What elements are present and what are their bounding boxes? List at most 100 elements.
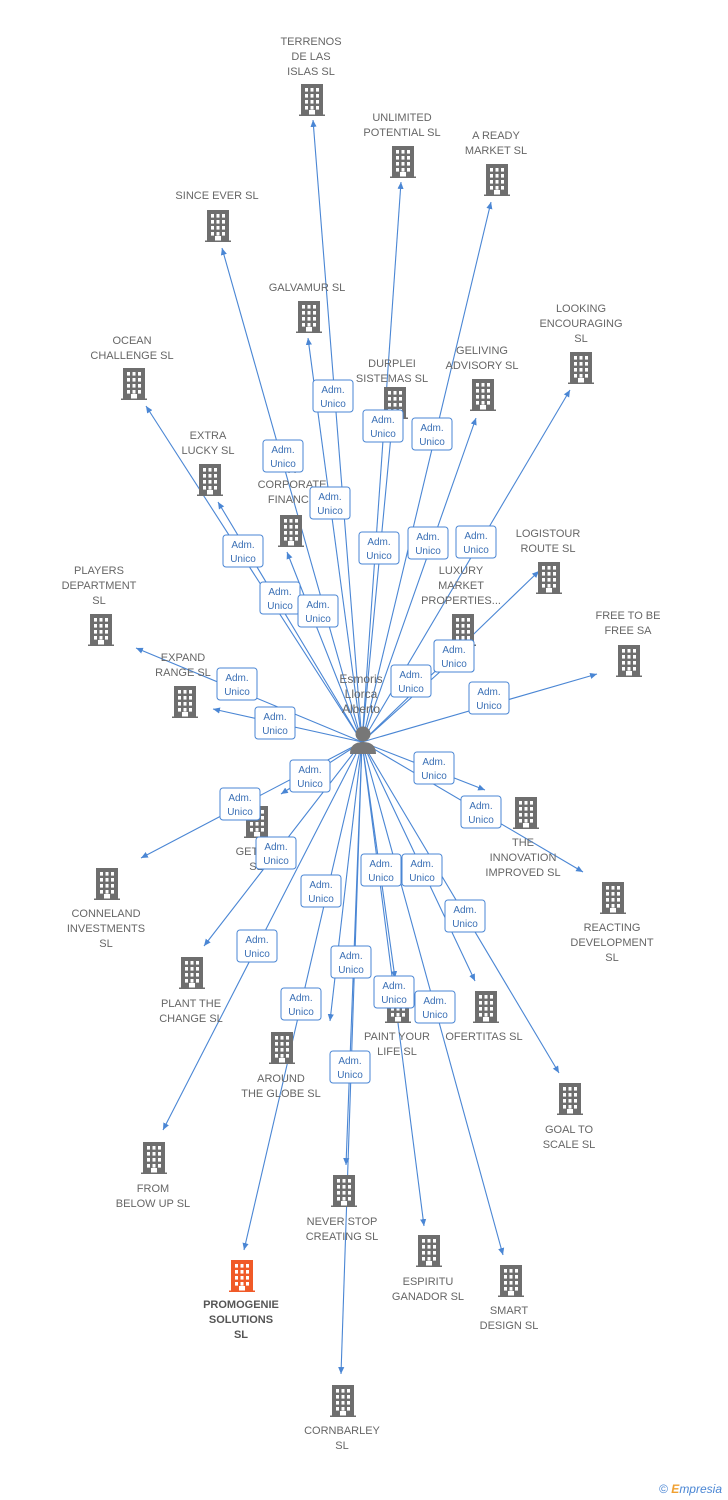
role-badge-paint[interactable]: Adm.Unico (373, 975, 415, 1009)
badge-line-1: Adm. (309, 880, 332, 891)
badge-frame (219, 787, 261, 821)
role-badge-ofertitas[interactable]: Adm.Unico (401, 853, 443, 887)
building-icon (205, 210, 231, 242)
role-badge-conneland[interactable]: Adm.Unico (219, 787, 261, 821)
role-badge-espiritu[interactable]: Adm.Unico (360, 853, 402, 887)
badge-frame (390, 664, 432, 698)
badge-line-2: Unico (368, 873, 394, 884)
role-badge-smart[interactable]: Adm.Unico (414, 990, 456, 1024)
company-node-sinceever[interactable]: SINCE EVER SL (175, 190, 259, 242)
role-badge-unlimited[interactable]: Adm.Unico (358, 531, 400, 565)
company-label-line: SOLUTIONS (209, 1314, 273, 1326)
company-node-neverstop[interactable]: NEVER STOP CREATING SL (306, 1175, 379, 1243)
role-badge-reacting[interactable]: Adm.Unico (460, 795, 502, 829)
badge-frame (309, 486, 351, 520)
role-badge-looking[interactable]: Adm.Unico (455, 525, 497, 559)
role-badge-innovation[interactable]: Adm.Unico (413, 751, 455, 785)
role-badge-goal[interactable]: Adm.Unico (444, 899, 486, 933)
badge-line-2: Unico (317, 506, 343, 517)
role-badge-cornbarley[interactable]: Adm.Unico (329, 1050, 371, 1084)
company-label-line: NEVER STOP (307, 1216, 378, 1228)
company-node-luxury[interactable]: LUXURYMARKETPROPERTIES... (421, 565, 501, 646)
badge-frame (414, 990, 456, 1024)
company-label-line: CREATING SL (306, 1231, 379, 1243)
building-icon (557, 1083, 583, 1115)
company-label-line: GELIVING (456, 345, 508, 357)
role-badge-luxury-2[interactable]: Adm.Unico (433, 639, 475, 673)
company-label-line: ISLAS SL (287, 66, 335, 78)
building-icon (484, 164, 510, 196)
company-label-line: GOAL TO (545, 1124, 594, 1136)
building-icon (536, 562, 562, 594)
badge-line-2: Unico (370, 429, 396, 440)
role-badge-freetobe[interactable]: Adm.Unico (468, 681, 510, 715)
company-node-galvamur[interactable]: GALVAMUR SL (269, 282, 346, 333)
company-label-line: FREE TO BE (595, 610, 660, 622)
role-badge-players[interactable]: Adm.Unico (216, 667, 258, 701)
building-icon (568, 352, 594, 384)
role-badge-durplei[interactable]: Adm.Unico (362, 409, 404, 443)
building-icon (513, 797, 539, 829)
role-badge-plant[interactable]: Adm.Unico (255, 836, 297, 870)
edge-ocean (145, 405, 363, 743)
badge-frame (280, 987, 322, 1021)
badge-line-1: Adm. (339, 951, 362, 962)
company-node-ofertitas[interactable]: OFERTITAS SL (445, 991, 523, 1043)
company-label-line: UNLIMITED (372, 112, 431, 124)
person-node[interactable]: Esmoris Llorca Alberto (339, 672, 383, 754)
building-icon (278, 515, 304, 547)
role-badge-corporate[interactable]: Adm.Unico (297, 594, 339, 628)
role-badge-luxury[interactable]: Adm.Unico (390, 664, 432, 698)
badge-line-1: Adm. (453, 905, 476, 916)
copyright-footer: © Empresia (659, 1482, 722, 1496)
role-badge-sinceever[interactable]: Adm.Unico (262, 439, 304, 473)
role-badge-terrenos[interactable]: Adm.Unico (312, 379, 354, 413)
role-badge-geliving[interactable]: Adm.Unico (407, 526, 449, 560)
role-badge-ocean[interactable]: Adm.Unico (222, 534, 264, 568)
role-badge-promogenie[interactable]: Adm.Unico (280, 987, 322, 1021)
role-badge-getna[interactable]: Adm.Unico (289, 759, 331, 793)
badge-frame (407, 526, 449, 560)
person-name-line-3: Alberto (342, 702, 380, 716)
role-badge-around[interactable]: Adm.Unico (300, 874, 342, 908)
company-label-line: THE (512, 837, 534, 849)
company-label-line: GANADOR SL (392, 1291, 464, 1303)
edge-durplei (361, 424, 395, 743)
building-icon (498, 1265, 524, 1297)
building-icon (299, 84, 325, 116)
role-badge-expand[interactable]: Adm.Unico (254, 706, 296, 740)
role-badge-frombelow[interactable]: Adm.Unico (236, 929, 278, 963)
role-badge-galvamur[interactable]: Adm.Unico (309, 486, 351, 520)
role-badge-aready[interactable]: Adm.Unico (411, 417, 453, 451)
badge-line-1: Adm. (271, 445, 294, 456)
badge-line-2: Unico (267, 601, 293, 612)
company-label-line: SL (574, 333, 587, 345)
role-badge-extralucky[interactable]: Adm.Unico (259, 581, 301, 615)
building-icon (141, 1142, 167, 1174)
badge-line-2: Unico (297, 779, 323, 790)
company-node-corporate[interactable]: ACORPORATEFINANCE (258, 464, 327, 547)
role-badge-neverstop[interactable]: Adm.Unico (330, 945, 372, 979)
